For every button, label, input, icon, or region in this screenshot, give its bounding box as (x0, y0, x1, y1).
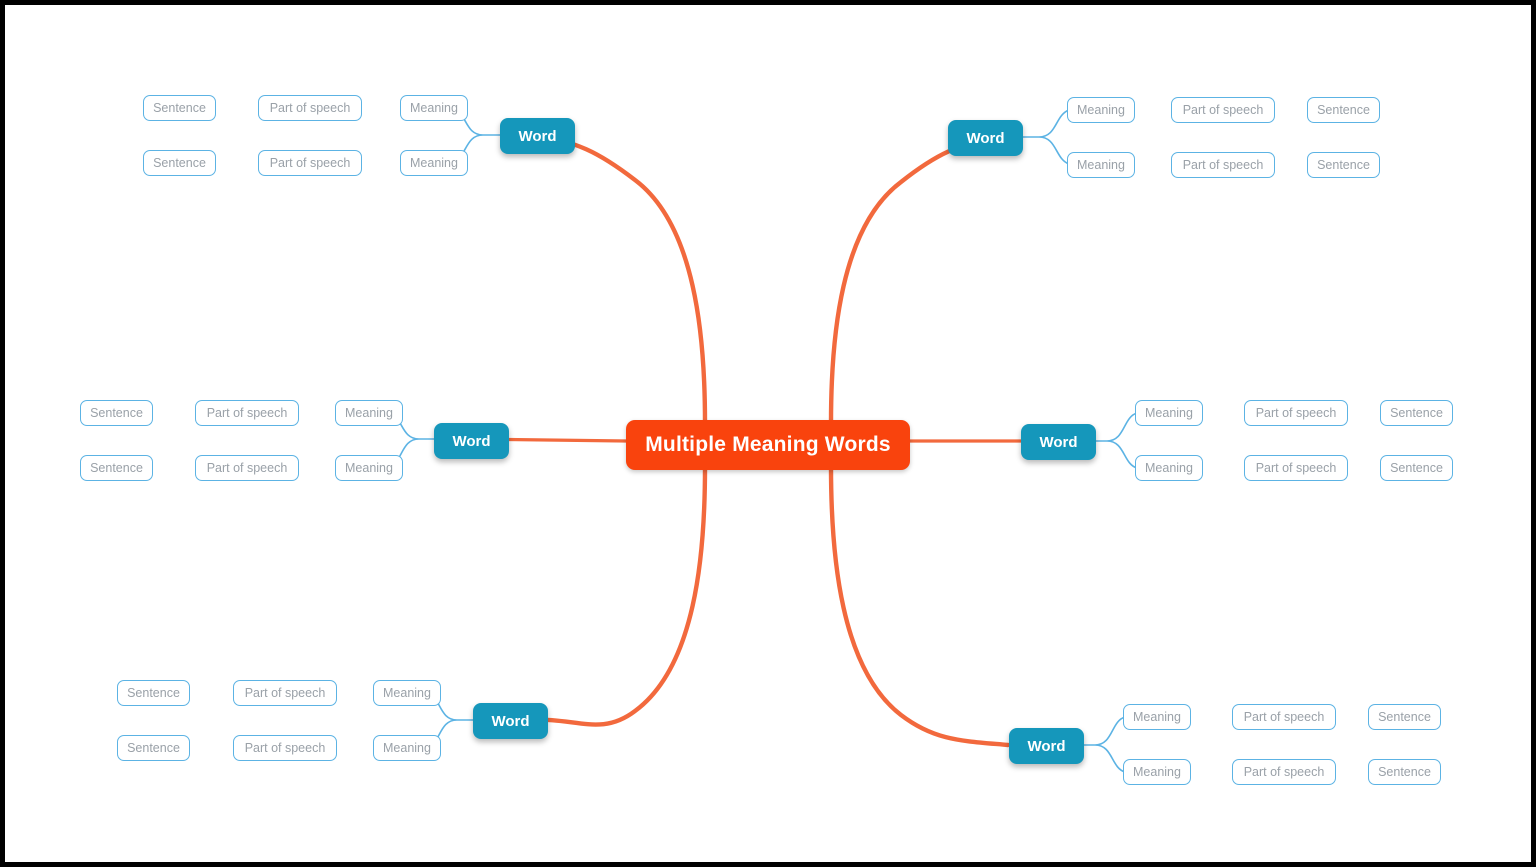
leaf-meaning-top-left-b[interactable]: Meaning (400, 150, 468, 176)
trunk-bottom-right (828, 464, 1011, 748)
leaf-sentence-top-right-a[interactable]: Sentence (1307, 97, 1380, 123)
leaf-part-of-speech-bottom-right-b[interactable]: Part of speech (1232, 759, 1336, 785)
leaf-meaning-top-right-b[interactable]: Meaning (1067, 152, 1135, 178)
leaf-part-of-speech-top-right-b[interactable]: Part of speech (1171, 152, 1275, 178)
leaf-part-of-speech-bottom-left-a[interactable]: Part of speech (233, 680, 337, 706)
split-top-right (1023, 109, 1070, 165)
word-node-middle-left[interactable]: Word (434, 423, 509, 459)
leaf-part-of-speech-top-left-a[interactable]: Part of speech (258, 95, 362, 121)
leaf-meaning-middle-right-a[interactable]: Meaning (1135, 400, 1203, 426)
leaf-meaning-bottom-left-b[interactable]: Meaning (373, 735, 441, 761)
leaf-sentence-middle-left-a[interactable]: Sentence (80, 400, 153, 426)
leaf-meaning-top-right-a[interactable]: Meaning (1067, 97, 1135, 123)
trunk-top-right (828, 134, 1008, 426)
leaf-meaning-bottom-right-a[interactable]: Meaning (1123, 704, 1191, 730)
split-bottom-right (1079, 716, 1126, 773)
split-middle-right (1091, 412, 1138, 469)
trunk-top-left (527, 132, 708, 426)
leaf-meaning-middle-right-b[interactable]: Meaning (1135, 455, 1203, 481)
mindmap-canvas[interactable]: Multiple Meaning Words Word Meaning Part… (5, 5, 1531, 862)
leaf-meaning-middle-left-b[interactable]: Meaning (335, 455, 403, 481)
leaf-meaning-top-left-a[interactable]: Meaning (400, 95, 468, 121)
word-node-bottom-left[interactable]: Word (473, 703, 548, 739)
leaf-sentence-middle-right-b[interactable]: Sentence (1380, 455, 1453, 481)
leaf-part-of-speech-middle-right-a[interactable]: Part of speech (1244, 400, 1348, 426)
word-node-middle-right[interactable]: Word (1021, 424, 1096, 460)
leaf-sentence-middle-left-b[interactable]: Sentence (80, 455, 153, 481)
word-node-top-left[interactable]: Word (500, 118, 575, 154)
leaf-part-of-speech-bottom-right-a[interactable]: Part of speech (1232, 704, 1336, 730)
leaf-part-of-speech-top-right-a[interactable]: Part of speech (1171, 97, 1275, 123)
leaf-part-of-speech-top-left-b[interactable]: Part of speech (258, 150, 362, 176)
leaf-sentence-top-left-a[interactable]: Sentence (143, 95, 216, 121)
leaf-part-of-speech-middle-left-b[interactable]: Part of speech (195, 455, 299, 481)
word-node-bottom-right[interactable]: Word (1009, 728, 1084, 764)
leaf-meaning-bottom-right-b[interactable]: Meaning (1123, 759, 1191, 785)
center-node[interactable]: Multiple Meaning Words (626, 420, 910, 470)
leaf-meaning-bottom-left-a[interactable]: Meaning (373, 680, 441, 706)
leaf-sentence-bottom-right-a[interactable]: Sentence (1368, 704, 1441, 730)
leaf-part-of-speech-middle-left-a[interactable]: Part of speech (195, 400, 299, 426)
leaf-part-of-speech-bottom-left-b[interactable]: Part of speech (233, 735, 337, 761)
leaf-sentence-bottom-left-b[interactable]: Sentence (117, 735, 190, 761)
word-node-top-right[interactable]: Word (948, 120, 1023, 156)
leaf-sentence-bottom-right-b[interactable]: Sentence (1368, 759, 1441, 785)
leaf-meaning-middle-left-a[interactable]: Meaning (335, 400, 403, 426)
leaf-sentence-bottom-left-a[interactable]: Sentence (117, 680, 190, 706)
trunk-bottom-left (527, 464, 708, 727)
leaf-sentence-top-left-b[interactable]: Sentence (143, 150, 216, 176)
leaf-part-of-speech-middle-right-b[interactable]: Part of speech (1244, 455, 1348, 481)
leaf-sentence-top-right-b[interactable]: Sentence (1307, 152, 1380, 178)
leaf-sentence-middle-right-a[interactable]: Sentence (1380, 400, 1453, 426)
